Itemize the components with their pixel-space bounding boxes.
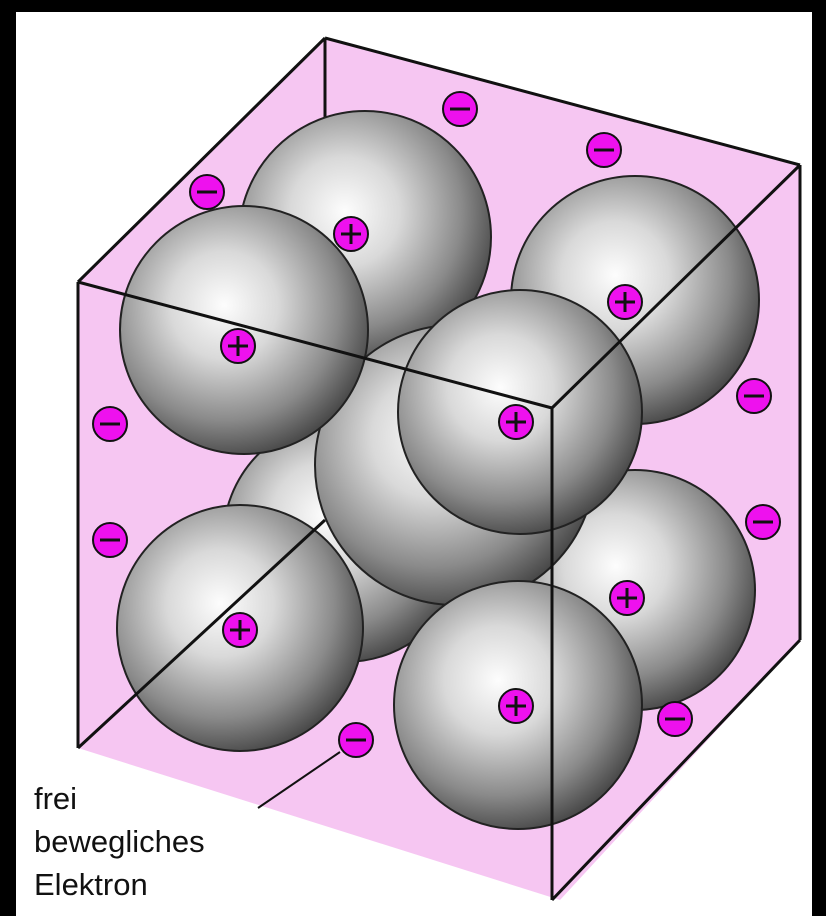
cation-plus-icon <box>222 612 258 648</box>
electron-minus-icon <box>657 701 693 737</box>
cation-plus-icon <box>498 688 534 724</box>
electron-minus-icon <box>442 91 478 127</box>
free-electron-markers <box>92 91 781 758</box>
electron-minus-icon <box>92 406 128 442</box>
cation-plus-icon <box>498 404 534 440</box>
cation-plus-icon <box>609 580 645 616</box>
cation-markers <box>220 216 645 724</box>
cation-plus-icon <box>333 216 369 252</box>
label-line-elektron: Elektron <box>34 867 148 902</box>
label-line-bewegliches: bewegliches <box>34 824 205 859</box>
electron-minus-icon <box>338 722 374 758</box>
cation-plus-icon <box>607 284 643 320</box>
electron-minus-icon <box>586 132 622 168</box>
electron-minus-icon <box>736 378 772 414</box>
electron-minus-icon <box>189 174 225 210</box>
label-pointer-line <box>257 751 341 809</box>
cation-plus-icon <box>220 328 256 364</box>
label-line-frei: frei <box>34 781 77 816</box>
electron-minus-icon <box>92 522 128 558</box>
cube-front-edges <box>76 163 802 902</box>
electron-minus-icon <box>745 504 781 540</box>
